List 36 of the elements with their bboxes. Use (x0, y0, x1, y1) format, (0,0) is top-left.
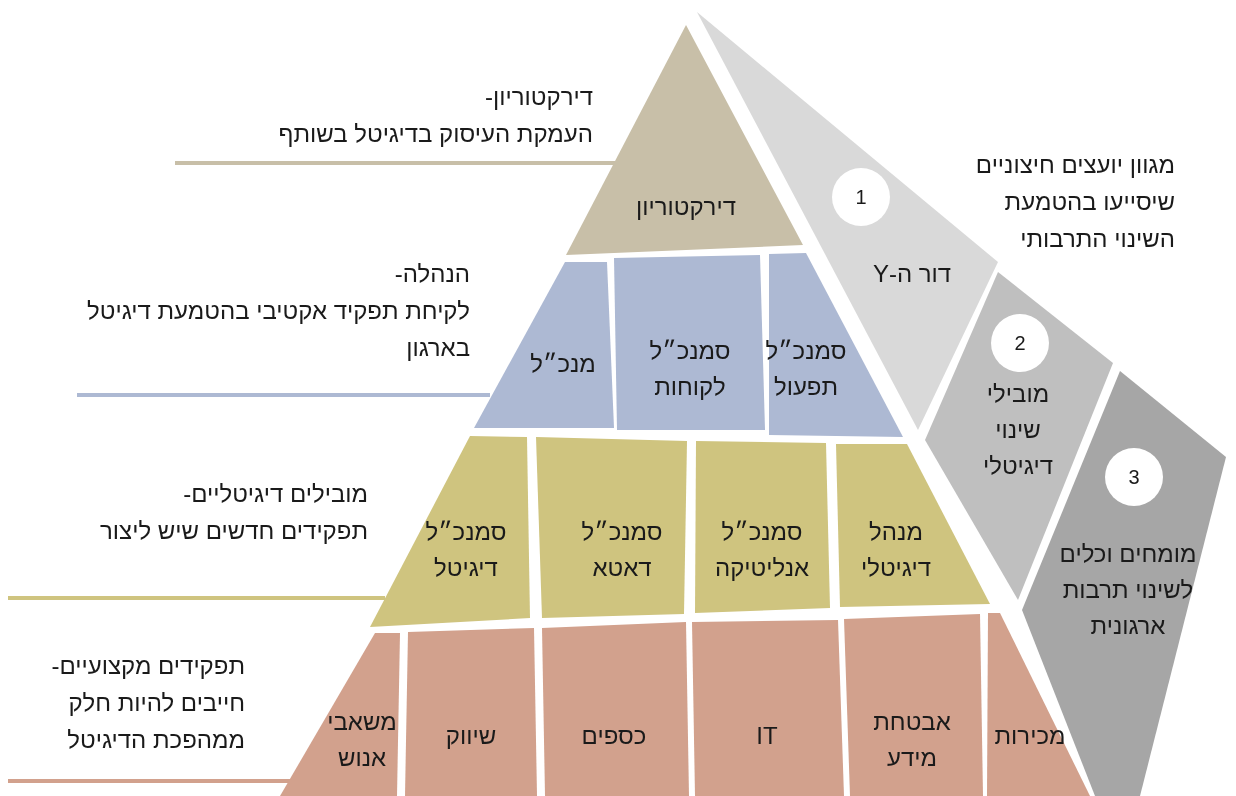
pyramid-segment (614, 255, 765, 430)
tier-description: מגוון יועצים חיצוניים שיסייעו בהטמעת השינוי התרבותי (975, 150, 1175, 254)
segment-label: IT (756, 721, 778, 751)
segment-label: כספים (581, 721, 647, 751)
segment-label: דור ה-Y (872, 259, 952, 289)
segment-label: דירקטוריון (636, 192, 736, 222)
segment-label: סמנכ״ל תפעול (765, 336, 847, 402)
pyramid-segment (695, 441, 830, 613)
pyramid-segment (542, 622, 689, 796)
tier-description: תפקידים מקצועיים- (50, 651, 245, 681)
tier-description: דירקטוריון- (484, 82, 593, 112)
pyramid-segment (405, 628, 537, 796)
tier-description: תפקידים חדשים שיש ליצור (99, 516, 368, 546)
pyramid-segment (987, 613, 1090, 796)
pyramid-segment (474, 262, 614, 428)
segment-label: שיווק (445, 721, 497, 751)
tier-description: מובילים דיגיטליים- (182, 479, 368, 509)
segment-label: מובילי שינוי דיגיטלי (982, 379, 1054, 481)
segment-label: אבטחת מידע (873, 707, 951, 773)
pyramid-segment (370, 436, 530, 627)
tier-description: לקיחת תפקיד אקטיבי בהטמעת דיגיטל בארגון (86, 296, 470, 363)
segment-label: משאבי אנוש (327, 707, 397, 773)
tier-description: חייבים להיות חלק ממהפכת הדיגיטל (66, 688, 245, 755)
segment-label: מנהל דיגיטלי (860, 517, 932, 583)
segment-label: סמנכ״ל דיגיטל (425, 517, 507, 583)
pyramid-segment (692, 620, 844, 796)
segment-label: סמנכ״ל לקוחות (649, 336, 731, 402)
segment-label: מנכ״ל (530, 349, 596, 379)
tier-description: הנהלה- (393, 259, 470, 289)
pyramid-segment (844, 614, 983, 796)
pyramid-segment (280, 633, 400, 796)
segment-label: סמנכ״ל דאטא (581, 517, 663, 583)
pyramid-segment (536, 437, 687, 618)
segment-label: סמנכ״ל אנליטיקה (714, 517, 810, 583)
segment-label: מומחים וכלים לשינוי תרבות ארגונית (1058, 539, 1198, 641)
tier-description: העמקת העיסוק בדיגיטל בשותף (277, 119, 593, 149)
